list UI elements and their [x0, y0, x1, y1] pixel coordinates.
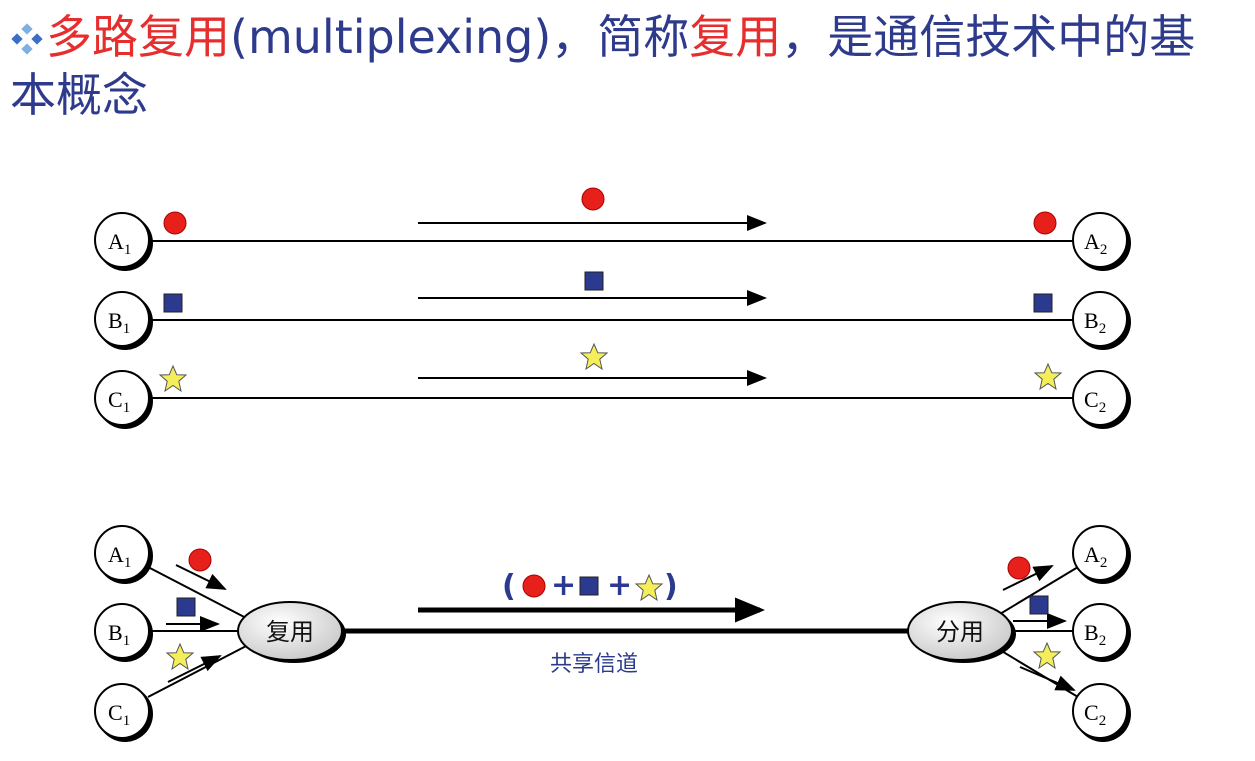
svg-text:B1: B1 — [108, 620, 130, 649]
node-b1-bottom: B1 — [94, 603, 153, 662]
svg-text:A2: A2 — [1084, 229, 1107, 258]
red-circle-icon — [581, 187, 605, 211]
svg-text:A1: A1 — [108, 229, 131, 258]
yellow-star-icon — [1034, 363, 1062, 390]
svg-text:C1: C1 — [108, 387, 130, 416]
combined-plus-2: + — [607, 568, 632, 603]
svg-text:C2: C2 — [1084, 700, 1106, 729]
combined-open-paren: ( — [502, 569, 516, 604]
title-abbrev: 复用 — [689, 10, 782, 64]
mux-node: 复用 — [237, 601, 346, 663]
blue-square-icon — [1029, 595, 1049, 615]
svg-text:B1: B1 — [108, 308, 130, 337]
node-c1-bottom: C1 — [94, 683, 153, 742]
node-a1: A1 — [94, 212, 153, 271]
node-b1: B1 — [94, 291, 153, 350]
yellow-star-icon — [580, 343, 608, 370]
page-title: 多路复用(multiplexing)，简称复用，是通信技术中的基本概念 — [10, 8, 1240, 124]
node-a2: A2 — [1072, 212, 1131, 271]
shared-channel-label: 共享信道 — [550, 652, 638, 677]
arrow-a2 — [1002, 565, 1054, 591]
red-circle-icon — [1007, 556, 1031, 580]
combined-signal: ( + + ) — [502, 568, 678, 604]
mux-label: 复用 — [266, 618, 314, 646]
node-a2-bottom: A2 — [1072, 525, 1131, 584]
blue-square-icon — [1033, 293, 1053, 313]
link-c1-mux — [147, 643, 251, 698]
demux-node: 分用 — [907, 601, 1016, 663]
red-circle-icon — [1033, 211, 1057, 235]
yellow-star-icon — [1033, 642, 1061, 669]
node-c1: C1 — [94, 370, 153, 429]
yellow-star-icon — [166, 643, 194, 670]
combined-close-paren: ) — [664, 569, 678, 604]
blue-square-icon — [176, 597, 196, 617]
svg-text:B2: B2 — [1084, 308, 1106, 337]
node-b2: B2 — [1072, 291, 1131, 350]
node-b2-bottom: B2 — [1072, 603, 1131, 662]
link-a1-mux — [147, 566, 251, 621]
svg-text:C1: C1 — [108, 700, 130, 729]
combined-plus-1: + — [551, 568, 576, 603]
yellow-star-icon — [159, 365, 187, 392]
svg-text:A1: A1 — [108, 542, 131, 571]
svg-text:C2: C2 — [1084, 387, 1106, 416]
blue-square-icon — [163, 293, 183, 313]
diamond-bullet-icon — [10, 8, 46, 66]
title-multiplexing-en: (multiplexing)，简称 — [230, 10, 690, 64]
node-c2: C2 — [1072, 370, 1131, 429]
blue-square-icon — [579, 576, 599, 596]
yellow-star-icon — [635, 574, 663, 601]
title-rest: ，是通信技术中的基本概念 — [10, 10, 1196, 122]
node-a1-bottom: A1 — [94, 525, 153, 584]
red-circle-icon — [522, 574, 546, 598]
svg-text:A2: A2 — [1084, 542, 1107, 571]
svg-text:B2: B2 — [1084, 620, 1106, 649]
bottom-section: 复用 分用 A1 B1 C1 A2 — [94, 525, 1131, 742]
title-multiplexing-cn: 多路复用 — [46, 10, 230, 64]
arrow-a1 — [175, 564, 227, 590]
link-demux-a2 — [989, 566, 1079, 621]
arrow-c1 — [167, 655, 222, 683]
demux-label: 分用 — [936, 618, 984, 646]
blue-square-icon — [584, 271, 604, 291]
red-circle-icon — [163, 211, 187, 235]
node-c2-bottom: C2 — [1072, 683, 1131, 742]
arrow-c2 — [1019, 666, 1076, 691]
top-section: A1 B1 C1 A2 B2 C2 — [94, 187, 1131, 429]
red-circle-icon — [188, 548, 212, 572]
